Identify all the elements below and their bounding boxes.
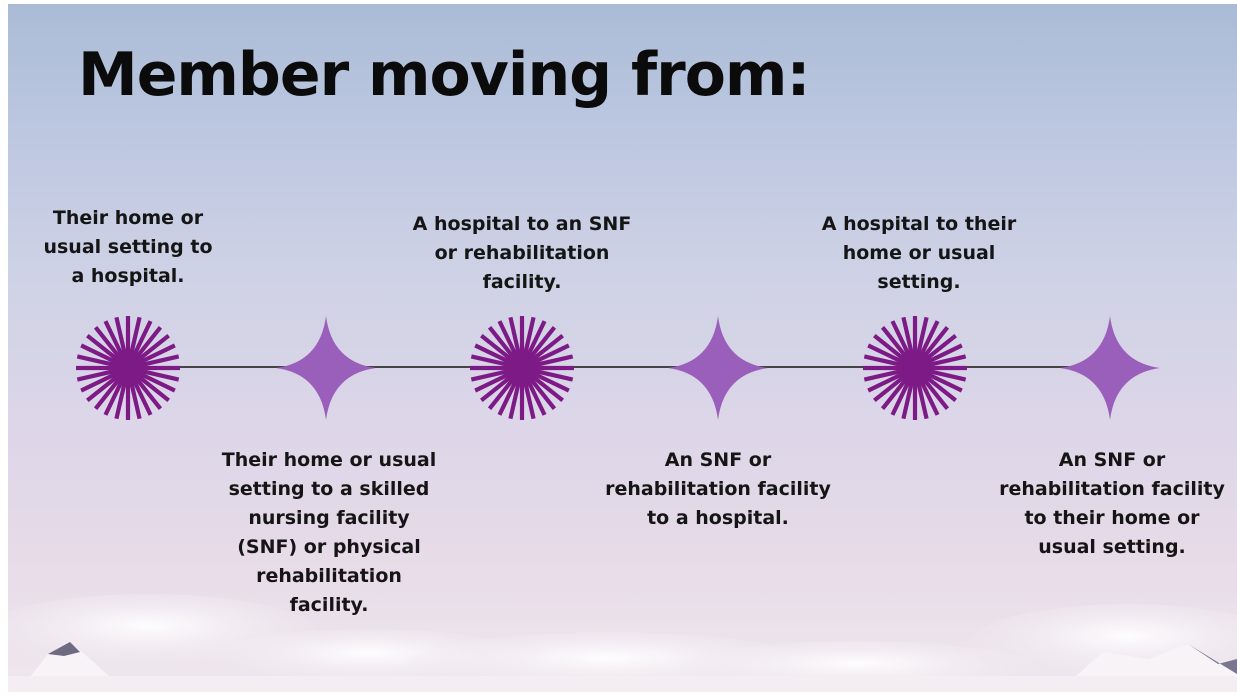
burst-ray (474, 343, 518, 368)
burst-ray (470, 354, 517, 369)
burst-ray (867, 343, 911, 368)
timeline-label: A hospital to an SNF or rehabilitation f… (412, 213, 632, 293)
timeline-label: Their home or usual setting to a skilled… (221, 449, 437, 616)
sparkle-icon (668, 316, 768, 420)
timeline-label: A hospital to their home or usual settin… (821, 213, 1017, 293)
burst-ray (76, 354, 123, 369)
burst-ray (880, 326, 913, 365)
burst-ray (917, 326, 950, 365)
burst-ray (132, 368, 176, 393)
burst-ray (80, 368, 124, 393)
burst-ray (914, 316, 929, 363)
burst-ray (130, 326, 163, 365)
burst-ray (527, 354, 574, 369)
burst-ray (128, 372, 153, 416)
burst-ray (521, 316, 536, 363)
burst-ray (524, 371, 557, 410)
burst-icon (76, 316, 180, 420)
burst-ray (127, 316, 142, 363)
burst-ray (920, 354, 967, 369)
burst-ray (93, 371, 126, 410)
burst-ray (127, 373, 142, 420)
burst-ray (901, 316, 916, 363)
burst-ray (86, 370, 125, 403)
burst-ray (497, 372, 522, 416)
burst-ray (114, 373, 129, 420)
burst-ray (131, 333, 170, 366)
burst-ray (890, 372, 915, 416)
burst-ray (86, 333, 125, 366)
burst-ray (890, 320, 915, 364)
burst-ray (863, 354, 910, 369)
burst-ray (132, 343, 176, 368)
burst-ray (497, 320, 522, 364)
burst-center (119, 359, 137, 377)
burst-icon (863, 316, 967, 420)
burst-ray (508, 373, 523, 420)
burst-ray (919, 343, 963, 368)
burst-ray (901, 373, 916, 420)
burst-ray (521, 373, 536, 420)
burst-ray (480, 370, 519, 403)
burst-ray (130, 371, 163, 410)
burst-ray (487, 326, 520, 365)
sparkle-icon (276, 316, 376, 420)
burst-ray (93, 326, 126, 365)
burst-ray (915, 372, 940, 416)
burst-ray (920, 367, 967, 382)
timeline-line (128, 366, 1128, 368)
burst-ray (915, 320, 940, 364)
burst-ray (880, 371, 913, 410)
burst-ray (128, 320, 153, 364)
burst-ray (525, 333, 564, 366)
burst-ray (133, 354, 180, 369)
burst-ray (526, 343, 570, 368)
burst-ray (522, 372, 547, 416)
timeline-label: Their home or usual setting to a hospita… (43, 207, 213, 287)
burst-ray (103, 372, 128, 416)
clouds-background (8, 594, 1237, 692)
burst-ray (524, 326, 557, 365)
burst-ray (525, 370, 564, 403)
burst-ray (914, 373, 929, 420)
slide: Member moving from: Their home or usual … (8, 4, 1237, 692)
slide-title: Member moving from: (78, 40, 810, 110)
burst-ray (470, 367, 517, 382)
burst-ray (867, 368, 911, 393)
burst-ray (480, 333, 519, 366)
burst-ray (114, 316, 129, 363)
burst-ray (919, 368, 963, 393)
burst-ray (522, 320, 547, 364)
burst-ray (917, 371, 950, 410)
burst-ray (80, 343, 124, 368)
timeline-label: An SNF or rehabilitation facility to a h… (605, 449, 831, 529)
timeline-label: An SNF or rehabilitation facility to the… (999, 449, 1225, 558)
burst-ray (103, 320, 128, 364)
sparkle-icon (1060, 316, 1160, 420)
burst-center (513, 359, 531, 377)
burst-ray (873, 370, 912, 403)
burst-ray (131, 370, 170, 403)
burst-ray (918, 333, 957, 366)
burst-ray (918, 370, 957, 403)
burst-ray (863, 367, 910, 382)
burst-center (906, 359, 924, 377)
burst-ray (526, 368, 570, 393)
burst-icon (470, 316, 574, 420)
burst-ray (527, 367, 574, 382)
burst-ray (508, 316, 523, 363)
burst-ray (873, 333, 912, 366)
burst-ray (76, 367, 123, 382)
burst-ray (133, 367, 180, 382)
burst-ray (474, 368, 518, 393)
burst-ray (487, 371, 520, 410)
